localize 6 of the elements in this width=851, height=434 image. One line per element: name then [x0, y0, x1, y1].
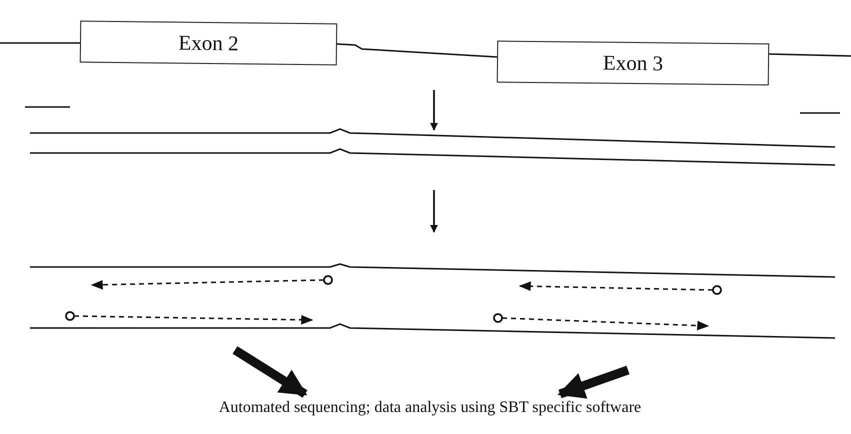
arrow [557, 366, 630, 399]
intron-line [336, 43, 498, 58]
exon-box: Exon 2 [80, 20, 338, 66]
exon-box: Exon 3 [496, 40, 770, 86]
caption-text: Automated sequencing; data analysis using SBT specific software [150, 396, 710, 420]
arrow [232, 346, 308, 398]
